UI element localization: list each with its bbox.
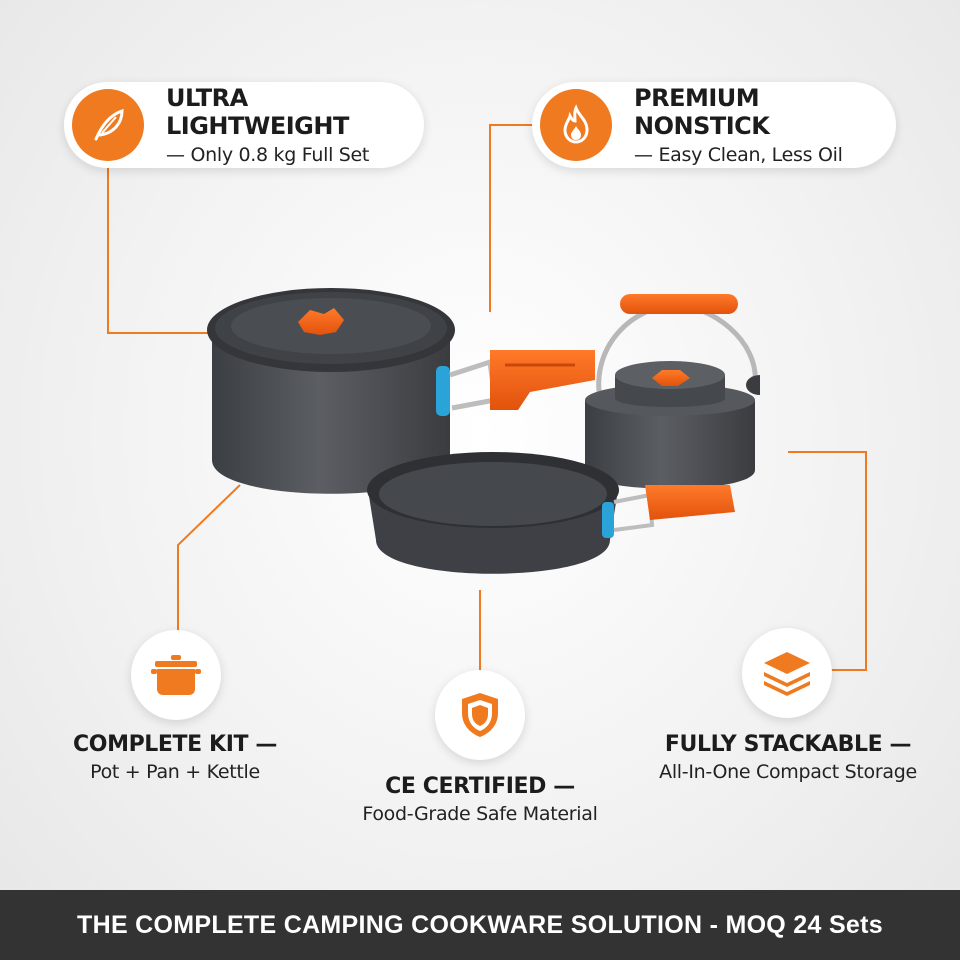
nonstick-title: PREMIUM NONSTICK (634, 84, 770, 140)
feature-certified: CE CERTIFIED — Food-Grade Safe Material (320, 774, 640, 825)
footer-text: THE COMPLETE CAMPING COOKWARE SOLUTION -… (77, 910, 883, 939)
certified-subtitle: Food-Grade Safe Material (362, 803, 598, 825)
stackable-title: FULLY STACKABLE — (664, 732, 912, 757)
flame-icon (563, 104, 589, 144)
kettle (585, 294, 760, 489)
frying-pan (367, 452, 735, 574)
certified-title: CE CERTIFIED — (385, 774, 575, 799)
feature-nonstick: PREMIUM NONSTICK — Easy Clean, Less Oil (532, 82, 896, 168)
shield-icon-badge (435, 670, 525, 760)
feature-stackable: FULLY STACKABLE — All-In-One Compact Sto… (630, 732, 946, 783)
shield-icon (462, 693, 498, 737)
layers-icon-badge (742, 628, 832, 718)
lightweight-title: ULTRA LIGHTWEIGHT (166, 84, 349, 140)
feather-icon (94, 108, 124, 141)
large-pot (207, 288, 595, 494)
kit-title: COMPLETE KIT — (73, 732, 277, 757)
kit-subtitle: Pot + Pan + Kettle (90, 761, 260, 783)
lightweight-subtitle: — Only 0.8 kg Full Set (166, 144, 370, 166)
feather-icon-badge (72, 89, 144, 161)
feature-kit: COMPLETE KIT — Pot + Pan + Kettle (40, 732, 310, 783)
pot-icon (151, 655, 201, 695)
cookware-set-image (207, 288, 760, 574)
feature-lightweight: ULTRA LIGHTWEIGHT — Only 0.8 kg Full Set (64, 82, 424, 168)
nonstick-subtitle: — Easy Clean, Less Oil (634, 144, 843, 166)
layers-icon (764, 652, 810, 696)
pot-icon-badge (131, 630, 221, 720)
stackable-subtitle: All-In-One Compact Storage (659, 761, 917, 783)
flame-icon-badge (540, 89, 612, 161)
footer-banner: THE COMPLETE CAMPING COOKWARE SOLUTION -… (0, 890, 960, 960)
